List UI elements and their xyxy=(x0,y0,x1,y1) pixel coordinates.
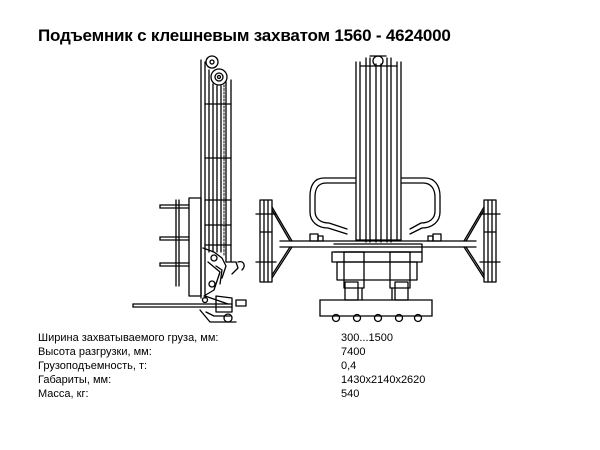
spec-value: 1430x2140x2620 xyxy=(341,374,426,386)
spec-row-mass: Масса, кг: 540 xyxy=(38,387,558,401)
side-view-drawing xyxy=(133,56,246,322)
technical-drawings xyxy=(0,0,600,330)
spec-label: Ширина захватываемого груза, мм: xyxy=(38,332,219,344)
specs-list: Ширина захватываемого груза, мм: 300...1… xyxy=(38,331,558,401)
spec-row-capacity: Грузоподъемность, т: 0,4 xyxy=(38,359,558,373)
spec-value: 540 xyxy=(341,388,360,400)
spec-row-dimensions: Габариты, мм: 1430x2140x2620 xyxy=(38,373,558,387)
spec-value: 300...1500 xyxy=(341,332,393,344)
spec-value: 7400 xyxy=(341,346,366,358)
spec-value: 0,4 xyxy=(341,360,357,372)
spec-label: Высота разгрузки, мм: xyxy=(38,346,152,358)
spec-label: Грузоподъемность, т: xyxy=(38,360,148,372)
spec-row-unload-height: Высота разгрузки, мм: 7400 xyxy=(38,345,558,359)
spec-label: Габариты, мм: xyxy=(38,374,112,386)
spec-row-load-width: Ширина захватываемого груза, мм: 300...1… xyxy=(38,331,558,345)
front-view-drawing xyxy=(256,56,500,322)
page-title: Подъемник с клешневым захватом 1560 - 46… xyxy=(38,26,451,45)
spec-label: Масса, кг: xyxy=(38,388,89,400)
